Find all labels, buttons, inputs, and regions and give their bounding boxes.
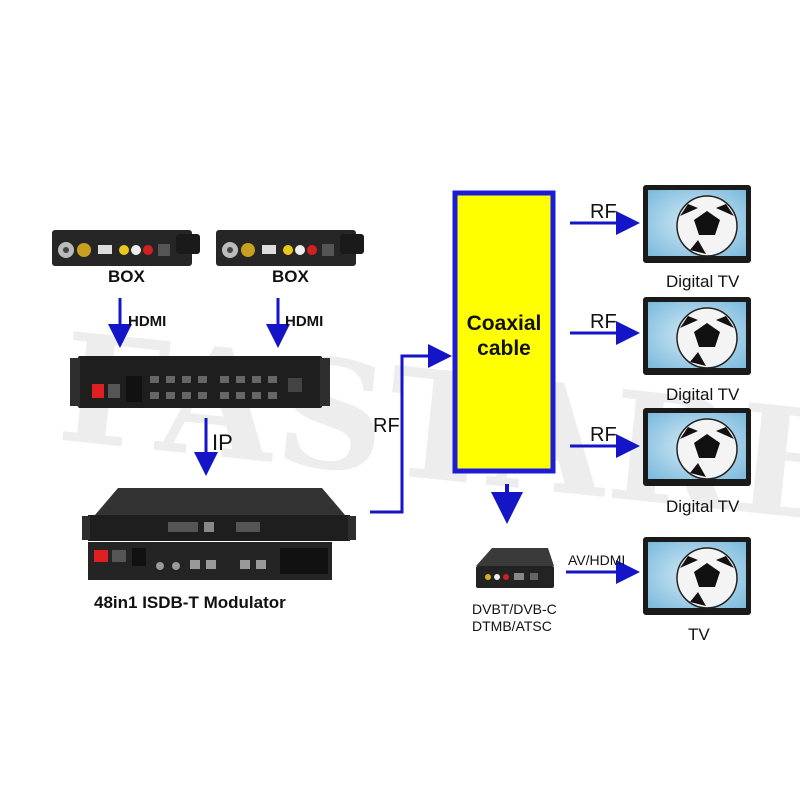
coaxial-line-1: Coaxial xyxy=(466,312,542,335)
tv-2 xyxy=(643,297,751,375)
av-hdmi-label: AV/HDMI xyxy=(568,552,626,568)
receiver-label-1: DVBT/DVB-C xyxy=(472,601,557,617)
tv-4 xyxy=(643,537,751,615)
coaxial-line-2: cable xyxy=(477,336,531,360)
tv-1 xyxy=(643,185,751,263)
rf-label-tv-3: RF xyxy=(590,424,617,446)
tv-label-3: Digital TV xyxy=(666,497,740,516)
tv-label-2: Digital TV xyxy=(666,385,740,404)
receiver-device xyxy=(476,548,554,588)
tv-label-4: TV xyxy=(688,625,710,644)
rf-label-tv-2: RF xyxy=(590,311,617,333)
coaxial-cable-box xyxy=(452,190,556,474)
hdmi-label-2: HDMI xyxy=(285,313,324,330)
encoder-device xyxy=(70,356,330,408)
rf-line-to-coax xyxy=(370,344,452,514)
set-top-box-2 xyxy=(216,230,364,266)
tv-label-1: Digital TV xyxy=(666,272,740,291)
coaxial-cable-label: Coaxial cable xyxy=(456,312,552,362)
rf-label-modulator: RF xyxy=(373,415,400,437)
ip-label: IP xyxy=(212,430,233,455)
box-label-1: BOX xyxy=(108,267,145,286)
tv-3 xyxy=(643,408,751,486)
set-top-box-1 xyxy=(52,230,200,266)
rf-label-tv-1: RF xyxy=(590,201,617,223)
receiver-label-2: DTMB/ATSC xyxy=(472,618,552,634)
modulator-device xyxy=(82,488,356,580)
hdmi-label-1: HDMI xyxy=(128,313,167,330)
modulator-label: 48in1 ISDB-T Modulator xyxy=(94,593,286,612)
box-label-2: BOX xyxy=(272,267,309,286)
